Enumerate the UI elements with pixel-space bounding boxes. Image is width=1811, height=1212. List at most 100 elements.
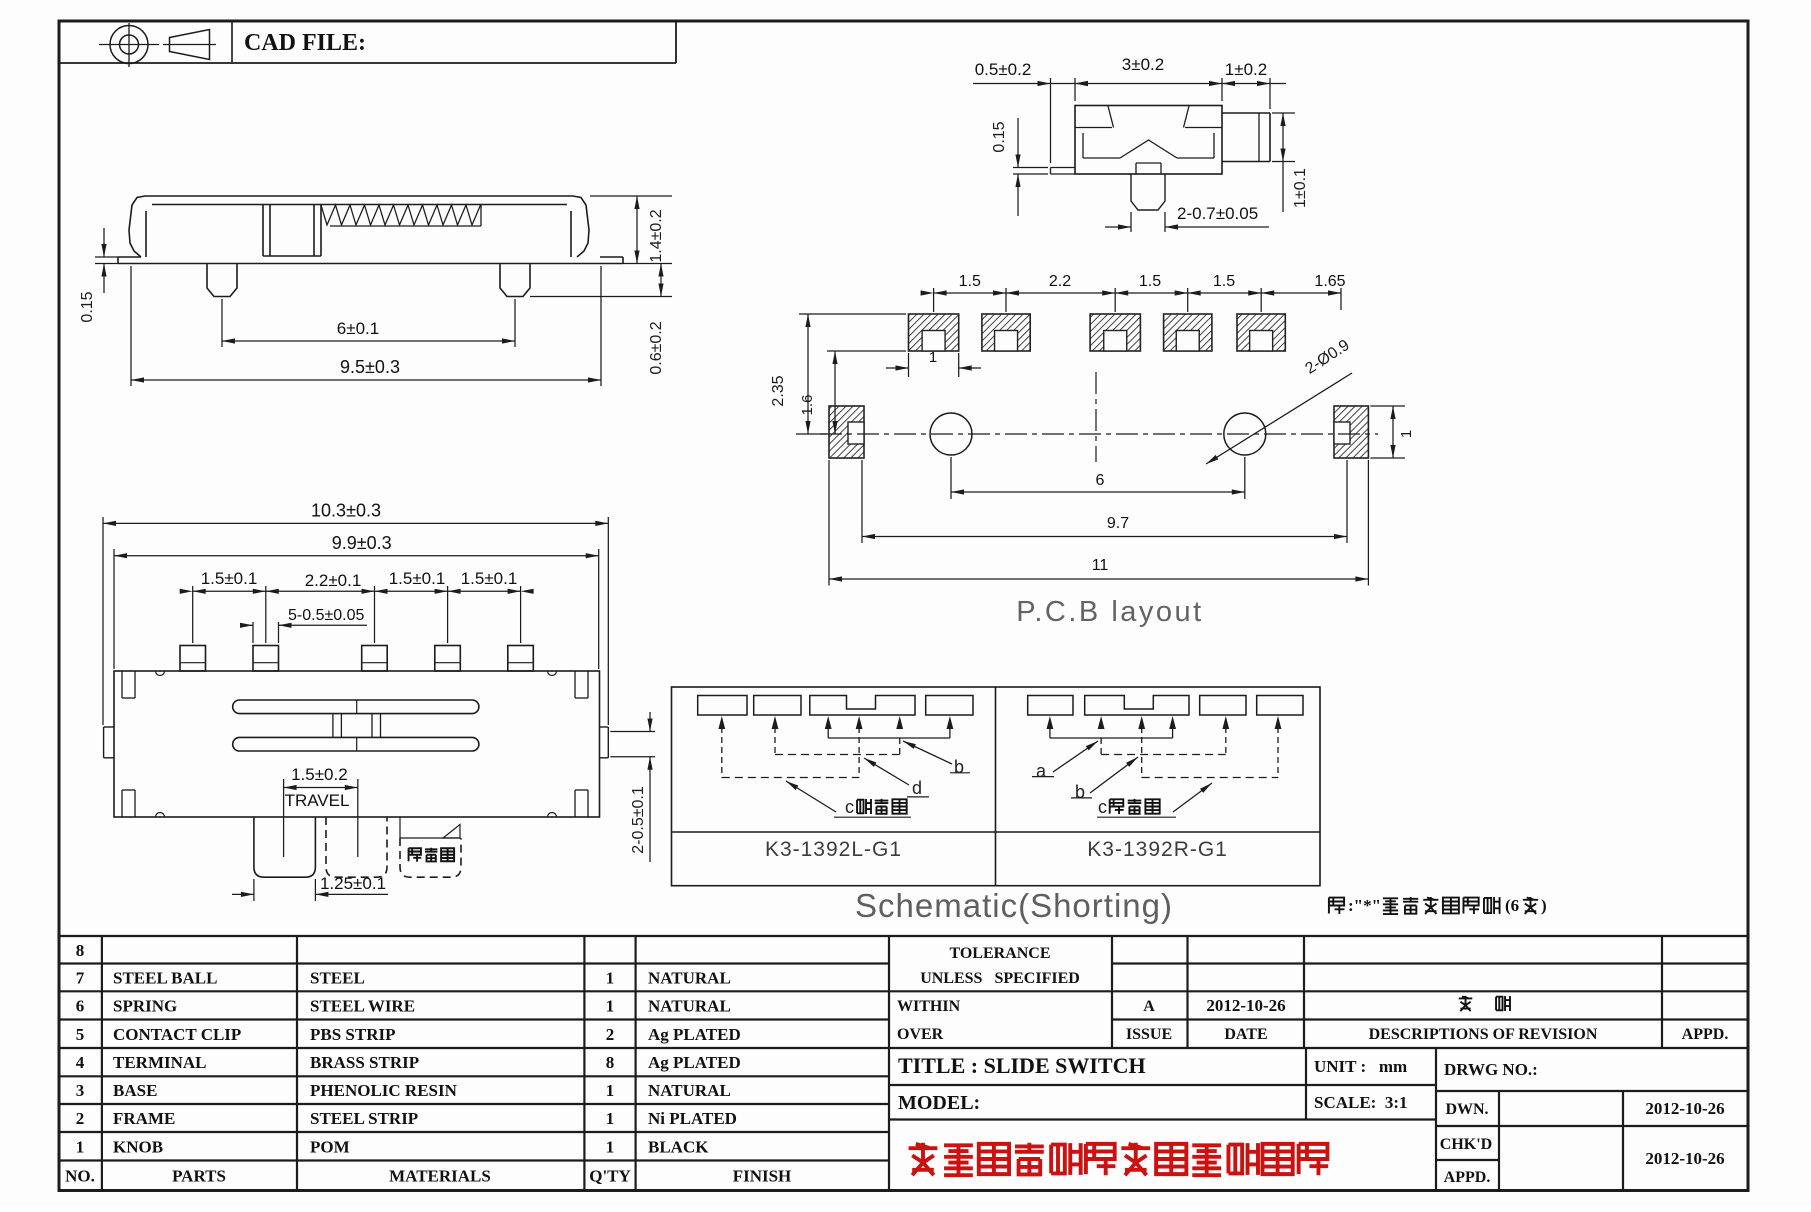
svg-text:NO.: NO. (65, 1167, 95, 1186)
svg-text:): ) (1541, 896, 1547, 915)
svg-text:CONTACT CLIP: CONTACT CLIP (113, 1025, 241, 1044)
svg-text:4: 4 (76, 1053, 85, 1072)
svg-text:2012-10-26: 2012-10-26 (1206, 996, 1285, 1015)
svg-text:KNOB: KNOB (113, 1137, 163, 1156)
svg-text:0.15: 0.15 (991, 121, 1008, 152)
svg-text:PARTS: PARTS (172, 1167, 226, 1186)
svg-text:APPD.: APPD. (1682, 1026, 1729, 1043)
svg-text:TOLERANCE: TOLERANCE (949, 945, 1050, 962)
svg-text:b: b (954, 757, 964, 777)
svg-text:1.5±0.1: 1.5±0.1 (201, 569, 258, 588)
svg-text:A: A (1143, 998, 1155, 1015)
svg-text:6: 6 (1096, 472, 1105, 489)
svg-text:Q'TY: Q'TY (589, 1167, 631, 1186)
svg-text:MATERIALS: MATERIALS (389, 1167, 491, 1186)
svg-text:c: c (845, 797, 854, 817)
svg-text:1±0.1: 1±0.1 (1292, 168, 1309, 208)
svg-text:DWN.: DWN. (1445, 1101, 1488, 1118)
svg-text:1.5±0.2: 1.5±0.2 (291, 765, 348, 784)
svg-text:0.15: 0.15 (79, 291, 96, 322)
svg-text:1.6: 1.6 (799, 395, 816, 416)
svg-text:1: 1 (606, 1081, 615, 1100)
svg-text:1: 1 (606, 996, 615, 1015)
svg-text:1.5±0.1: 1.5±0.1 (461, 569, 518, 588)
svg-text:SPRING: SPRING (113, 996, 177, 1015)
svg-text:BLACK: BLACK (648, 1137, 709, 1156)
svg-text:1.5: 1.5 (1213, 273, 1235, 290)
svg-text:8: 8 (76, 941, 85, 960)
svg-text:Schematic(Shorting): Schematic(Shorting) (855, 887, 1173, 924)
svg-text:1.4±0.2: 1.4±0.2 (648, 209, 665, 262)
svg-text:7: 7 (76, 968, 85, 987)
svg-text:6: 6 (76, 996, 85, 1015)
svg-text:1: 1 (1398, 430, 1415, 438)
svg-text:3: 3 (76, 1081, 85, 1100)
svg-text:1±0.2: 1±0.2 (1225, 60, 1267, 79)
svg-text:1: 1 (606, 1137, 615, 1156)
svg-text:3±0.2: 3±0.2 (1122, 55, 1164, 74)
svg-text:APPD.: APPD. (1444, 1169, 1491, 1186)
svg-text:11: 11 (1092, 557, 1109, 574)
svg-text:NATURAL: NATURAL (648, 1081, 731, 1100)
svg-text:b: b (1075, 782, 1085, 802)
svg-text:Ni PLATED: Ni PLATED (648, 1109, 737, 1128)
svg-text:CHK'D: CHK'D (1440, 1136, 1492, 1153)
svg-text:2012-10-26: 2012-10-26 (1645, 1099, 1724, 1118)
svg-text:STEEL BALL: STEEL BALL (113, 968, 217, 987)
svg-text:FINISH: FINISH (733, 1167, 792, 1186)
svg-text:(6: (6 (1505, 896, 1519, 915)
svg-text:6±0.1: 6±0.1 (337, 319, 379, 338)
svg-text:10.3±0.3: 10.3±0.3 (311, 501, 381, 521)
svg-text:1.5±0.1: 1.5±0.1 (389, 569, 446, 588)
svg-text:1.5: 1.5 (959, 273, 981, 290)
svg-text:5-0.5±0.05: 5-0.5±0.05 (288, 607, 364, 624)
svg-text:POM: POM (310, 1137, 350, 1156)
svg-text:1: 1 (606, 1109, 615, 1128)
svg-text:DRWG NO.:: DRWG NO.: (1444, 1060, 1538, 1079)
svg-text:NATURAL: NATURAL (648, 996, 731, 1015)
svg-text:2-0.5±0.1: 2-0.5±0.1 (630, 786, 647, 854)
svg-text:2: 2 (76, 1109, 85, 1128)
svg-text:2012-10-26: 2012-10-26 (1645, 1149, 1724, 1168)
svg-text:9.5±0.3: 9.5±0.3 (340, 357, 400, 377)
svg-text:Ag PLATED: Ag PLATED (648, 1053, 741, 1072)
svg-text:2.35: 2.35 (770, 375, 787, 406)
svg-text:TERMINAL: TERMINAL (113, 1053, 207, 1072)
svg-text:2: 2 (606, 1025, 615, 1044)
svg-text:TRAVEL: TRAVEL (285, 791, 350, 810)
svg-text:DESCRIPTIONS OF REVISION: DESCRIPTIONS OF REVISION (1369, 1026, 1598, 1043)
svg-text:SCALE: 3:1: SCALE: 3:1 (1314, 1093, 1408, 1112)
svg-text:TITLE : SLIDE SWITCH: TITLE : SLIDE SWITCH (898, 1053, 1146, 1078)
svg-text:8: 8 (606, 1053, 615, 1072)
svg-text:a: a (1036, 761, 1047, 781)
svg-text:1.5: 1.5 (1139, 273, 1161, 290)
svg-text::"*": :"*" (1348, 896, 1381, 915)
svg-text:BRASS STRIP: BRASS STRIP (310, 1053, 419, 1072)
svg-text:ISSUE: ISSUE (1126, 1026, 1172, 1043)
svg-text:0.5±0.2: 0.5±0.2 (975, 60, 1032, 79)
svg-text:Ag PLATED: Ag PLATED (648, 1025, 741, 1044)
svg-text:c: c (1098, 797, 1107, 817)
svg-text:CAD FILE:: CAD FILE: (244, 30, 366, 56)
svg-text:FRAME: FRAME (113, 1109, 175, 1128)
svg-text:UNIT : mm: UNIT : mm (1314, 1057, 1407, 1076)
svg-text:P.C.B layout: P.C.B layout (1016, 596, 1203, 628)
svg-text:2.2: 2.2 (1049, 273, 1071, 290)
svg-text:DATE: DATE (1224, 1026, 1267, 1043)
svg-text:1: 1 (76, 1137, 85, 1156)
svg-text:NATURAL: NATURAL (648, 968, 731, 987)
svg-text:d: d (912, 778, 922, 798)
svg-text:BASE: BASE (113, 1081, 157, 1100)
svg-text:9.7: 9.7 (1107, 515, 1129, 532)
svg-text:0.6±0.2: 0.6±0.2 (648, 321, 665, 374)
svg-text:K3-1392R-G1: K3-1392R-G1 (1087, 838, 1228, 861)
svg-text:2.2±0.1: 2.2±0.1 (305, 571, 362, 590)
svg-text:UNLESS SPECIFIED: UNLESS SPECIFIED (920, 970, 1080, 987)
svg-text:STEEL: STEEL (310, 968, 365, 987)
svg-text:MODEL:: MODEL: (898, 1092, 980, 1114)
svg-text:2-0.7±0.05: 2-0.7±0.05 (1177, 204, 1258, 223)
svg-text:1: 1 (929, 349, 937, 366)
svg-text:STEEL WIRE: STEEL WIRE (310, 996, 415, 1015)
svg-text:STEEL STRIP: STEEL STRIP (310, 1109, 418, 1128)
svg-text:WITHIN: WITHIN (897, 998, 961, 1015)
